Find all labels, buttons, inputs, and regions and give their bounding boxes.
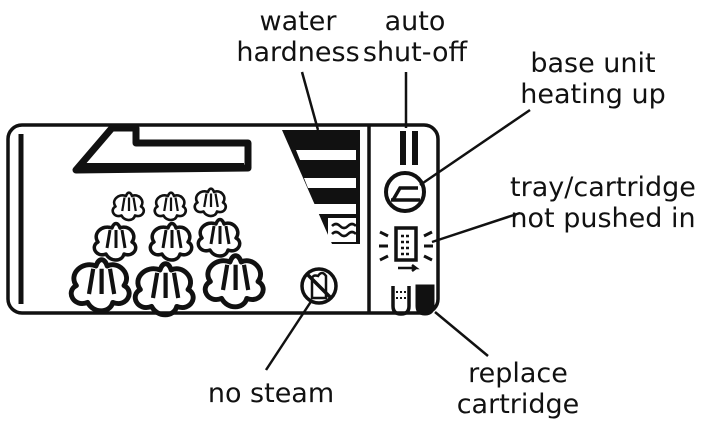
label-tray-line1: tray/cartridge [505,172,701,203]
label-auto-shutoff-line2: shut-off [360,37,470,68]
label-water-hardness-line1: water [228,6,368,37]
label-replace-cartridge: replace cartridge [448,358,588,420]
label-auto-shutoff: auto shut-off [360,6,470,68]
leader-water-hardness [302,72,318,130]
heating-gauge-icon [386,173,424,211]
cartridge-icon [379,228,433,271]
label-base-unit-line2: heating up [508,79,678,110]
auto-shutoff-bars-icon [400,131,418,165]
label-tray-line2: not pushed in [505,203,701,234]
steam-puffs-icon [71,189,263,315]
leader-replace [435,312,488,356]
iron-icon [76,128,248,170]
label-water-hardness: water hardness [228,6,368,68]
label-replace-line1: replace [448,358,588,389]
no-steam-icon [302,269,336,303]
label-tray: tray/cartridge not pushed in [505,172,701,234]
leader-no-steam [266,300,312,370]
water-hardness-bars-icon [282,130,360,244]
label-base-unit: base unit heating up [508,48,678,110]
replace-cartridge-icon [393,286,433,314]
label-water-hardness-line2: hardness [228,37,368,68]
label-no-steam: no steam [196,378,346,409]
label-auto-shutoff-line1: auto [360,6,470,37]
label-base-unit-line1: base unit [508,48,678,79]
label-replace-line2: cartridge [448,389,588,420]
label-no-steam-line1: no steam [196,378,346,409]
leader-lines [266,72,530,370]
